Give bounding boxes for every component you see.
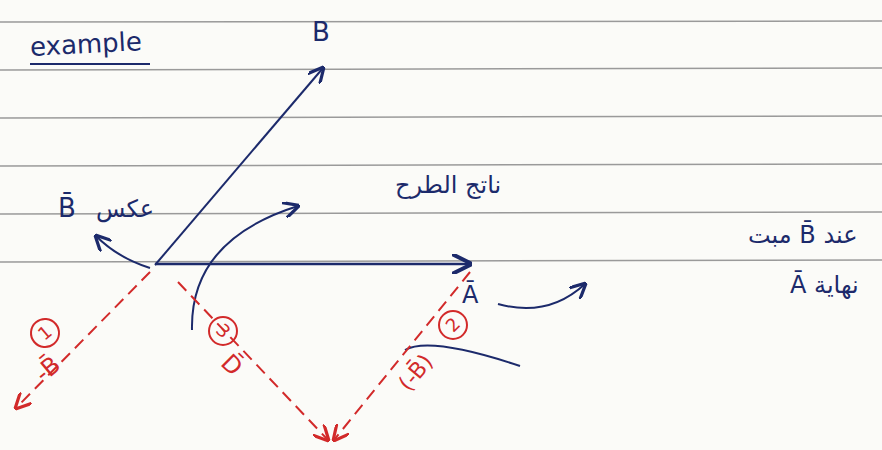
- paper-lines: [0, 21, 882, 262]
- callout-number: 2: [432, 304, 474, 346]
- vector-name: Ā: [462, 282, 478, 310]
- vector-a: [155, 263, 470, 266]
- arabic-note: ناتج الطرح: [395, 172, 501, 200]
- note-heading: example: [29, 27, 142, 63]
- arabic-note: نهاية Ā: [790, 272, 859, 300]
- underline: [30, 63, 150, 65]
- vector-minus-b: [16, 272, 150, 408]
- pointer-arrow: [192, 206, 298, 330]
- vector-minus-b-moved: [334, 272, 470, 440]
- callout-number: 1: [24, 312, 66, 354]
- pointer-arrow: [96, 236, 150, 268]
- pointer-arrow: [498, 284, 585, 308]
- vector-name: B: [312, 18, 330, 48]
- vector-name: -B̄: [30, 351, 66, 388]
- vector-d: [178, 282, 328, 440]
- arabic-note: عكس: [96, 196, 154, 224]
- vector-name: (-B̄): [393, 349, 438, 395]
- arabic-note: مبت B̄ عند: [748, 222, 858, 250]
- callout-number: 3: [202, 310, 244, 352]
- vector-name: D̄: [215, 350, 248, 383]
- vector-name: B̄: [58, 194, 76, 224]
